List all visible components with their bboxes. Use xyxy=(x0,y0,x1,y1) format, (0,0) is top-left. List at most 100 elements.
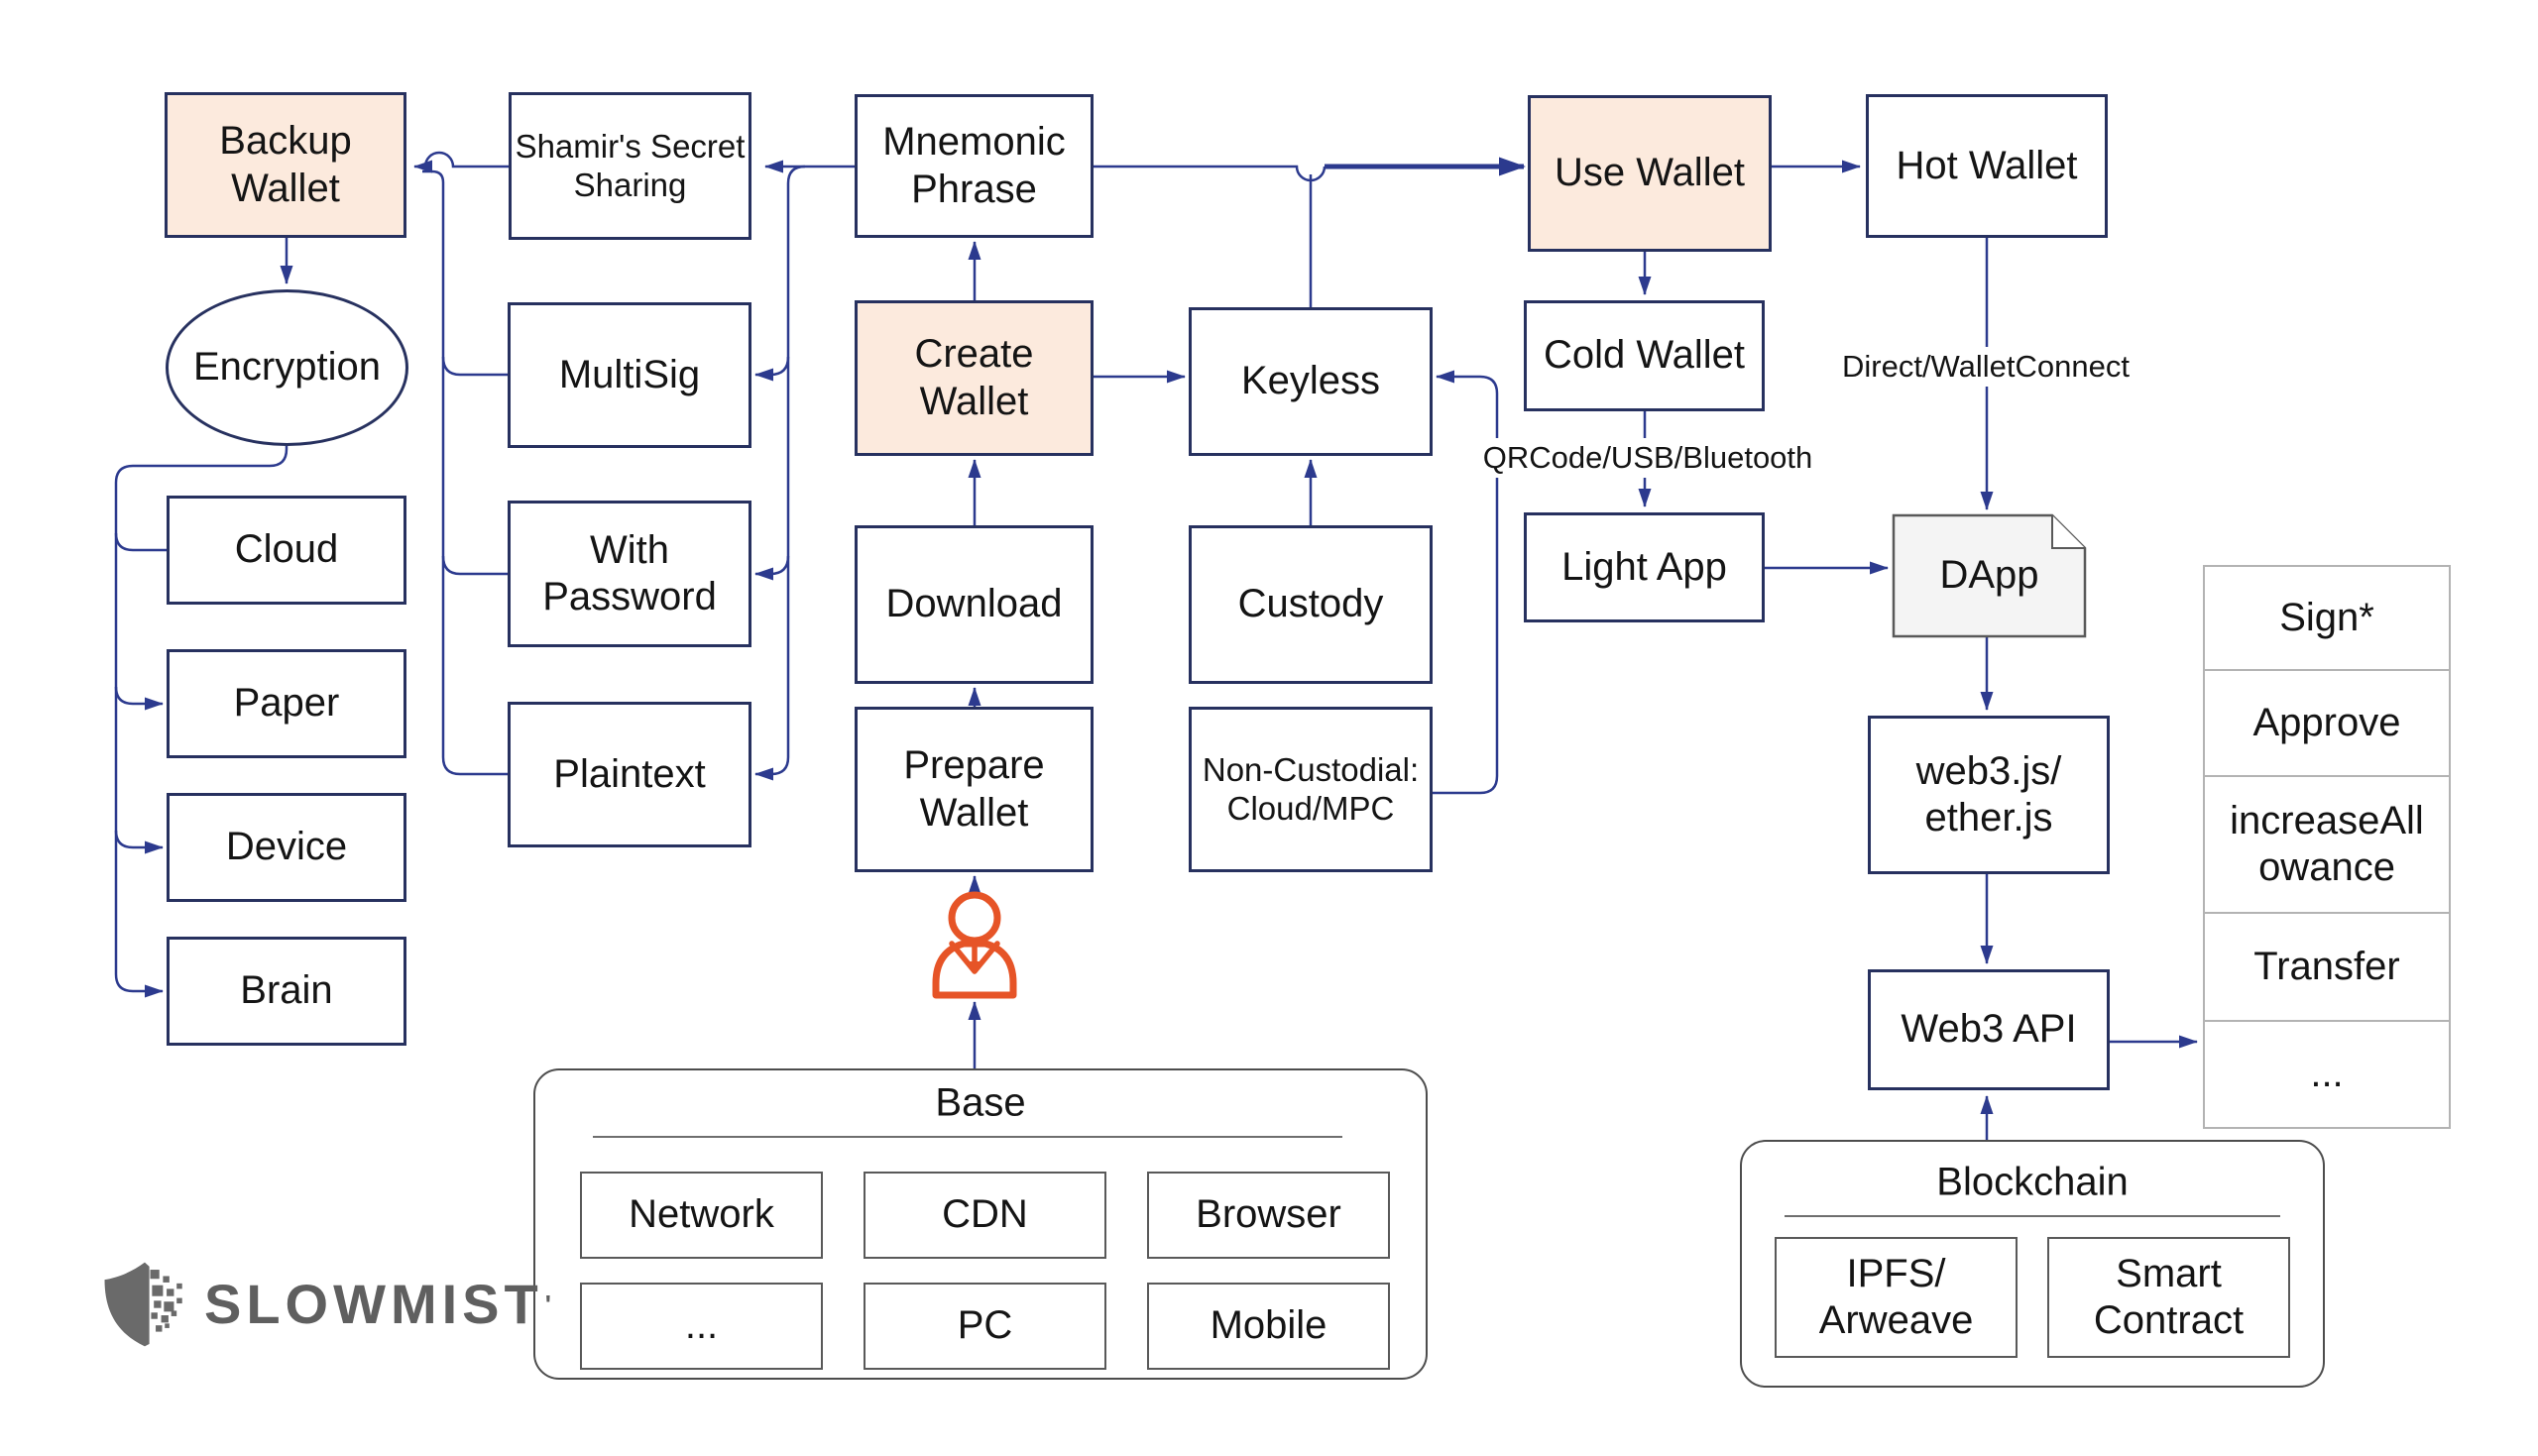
node-pc-label: PC xyxy=(957,1303,1013,1348)
edge-bus-to-multisig xyxy=(754,356,790,382)
node-download: Download xyxy=(855,525,1094,684)
node-cdn: CDN xyxy=(864,1172,1106,1259)
edge-leftbus-multisig xyxy=(441,356,508,377)
stack-cell-increaseallowance: increaseAll owance xyxy=(2203,775,2451,914)
slowmist-logo-tm: ' xyxy=(544,1288,551,1319)
node-mnemonic-label: Mnemonic Phrase xyxy=(882,120,1066,211)
node-base-more-label: ... xyxy=(684,1303,719,1348)
node-ipfs-arweave: IPFS/ Arweave xyxy=(1775,1237,2018,1358)
node-multisig-label: MultiSig xyxy=(558,352,701,396)
node-prepare-wallet-label: Prepare Wallet xyxy=(903,743,1045,835)
group-blockchain-rule xyxy=(1785,1215,2280,1217)
node-hot-wallet-label: Hot Wallet xyxy=(1896,143,2078,187)
edge-label-qrcode-usb-bluetooth: QRCode/USB/Bluetooth xyxy=(1474,438,1821,478)
node-keyless-label: Keyless xyxy=(1240,359,1381,403)
node-encryption-label: Encryption xyxy=(193,345,381,390)
node-base-more: ... xyxy=(580,1283,823,1370)
group-base-rule xyxy=(593,1136,1342,1138)
edge-bus-paper xyxy=(114,686,164,711)
node-brain: Brain xyxy=(167,937,406,1046)
node-create-wallet-label: Create Wallet xyxy=(914,332,1034,423)
edge-bus-cloud xyxy=(114,532,167,552)
slowmist-shield-icon xyxy=(104,1262,182,1347)
stack-sign-label: Sign* xyxy=(2279,595,2374,639)
node-backup-wallet-label: Backup Wallet xyxy=(219,119,352,210)
node-web3js-etherjs: web3.js/ ether.js xyxy=(1868,716,2110,874)
slowmist-logo: SLOWMIST ' xyxy=(99,1257,551,1352)
edge-noncustodial-to-keyless xyxy=(1433,370,1499,795)
node-use-wallet-label: Use Wallet xyxy=(1555,151,1745,195)
node-shamirs-label: Shamir's Secret Sharing xyxy=(515,127,746,203)
edge-mnemonic-to-use-thin xyxy=(1094,165,1327,182)
node-keyless: Keyless xyxy=(1189,307,1433,456)
stack-cell-transfer: Transfer xyxy=(2203,911,2451,1023)
edge-leftbus-withpassword xyxy=(441,555,508,576)
node-cloud-label: Cloud xyxy=(234,527,339,572)
edge-bus-to-withpassword xyxy=(754,555,790,581)
node-prepare-wallet: Prepare Wallet xyxy=(855,707,1094,872)
slowmist-logo-text: SLOWMIST xyxy=(204,1273,543,1335)
node-mobile-label: Mobile xyxy=(1210,1303,1327,1348)
stack-cell-more: ... xyxy=(2203,1020,2451,1129)
group-blockchain-title: Blockchain xyxy=(1936,1160,2129,1204)
node-smart-contract: Smart Contract xyxy=(2047,1237,2290,1358)
node-browser-label: Browser xyxy=(1196,1192,1341,1237)
node-with-password: With Password xyxy=(508,501,751,647)
node-custody-label: Custody xyxy=(1237,582,1384,626)
node-paper-label: Paper xyxy=(233,681,340,726)
node-shamirs-secret-sharing: Shamir's Secret Sharing xyxy=(509,92,751,240)
edge-bus-device xyxy=(114,830,164,854)
stack-cell-approve: Approve xyxy=(2203,668,2451,778)
node-hot-wallet: Hot Wallet xyxy=(1866,94,2108,238)
node-use-wallet: Use Wallet xyxy=(1528,95,1772,252)
edge-leftbus-main xyxy=(422,169,508,776)
node-mobile: Mobile xyxy=(1147,1283,1390,1370)
edge-bus-to-plaintext xyxy=(754,165,806,781)
node-web3-api: Web3 API xyxy=(1868,969,2110,1090)
node-device: Device xyxy=(167,793,406,902)
edge-encryption-bus-brain xyxy=(114,446,288,998)
stack-approve-label: Approve xyxy=(2252,700,2401,744)
node-mnemonic-phrase: Mnemonic Phrase xyxy=(855,94,1094,238)
group-base-title: Base xyxy=(935,1080,1026,1125)
stack-more-label: ... xyxy=(2310,1052,2344,1096)
node-dapp-label: DApp xyxy=(1939,553,2039,598)
node-cdn-label: CDN xyxy=(942,1192,1028,1237)
node-plaintext-label: Plaintext xyxy=(553,751,706,796)
stack-transfer-label: Transfer xyxy=(2253,944,2400,988)
stack-cell-sign: Sign* xyxy=(2203,565,2451,671)
node-non-custodial: Non-Custodial: Cloud/MPC xyxy=(1189,707,1433,872)
node-network-label: Network xyxy=(629,1192,774,1237)
node-brain-label: Brain xyxy=(240,968,333,1013)
node-light-app-label: Light App xyxy=(1561,544,1727,589)
node-custody: Custody xyxy=(1189,525,1433,684)
node-browser: Browser xyxy=(1147,1172,1390,1259)
node-multisig: MultiSig xyxy=(508,302,751,448)
node-plaintext: Plaintext xyxy=(508,702,751,847)
node-ipfs-arweave-label: IPFS/ Arweave xyxy=(1818,1251,1974,1342)
contract-call-stack: Sign* Approve increaseAll owance Transfe… xyxy=(2203,565,2451,1129)
node-smart-contract-label: Smart Contract xyxy=(2093,1251,2245,1342)
node-non-custodial-label: Non-Custodial: Cloud/MPC xyxy=(1202,750,1420,827)
node-create-wallet: Create Wallet xyxy=(855,300,1094,456)
node-cloud: Cloud xyxy=(167,496,406,605)
edge-shamirs-to-backup xyxy=(413,151,509,173)
dapp-document-shape xyxy=(1892,513,2087,638)
node-pc: PC xyxy=(864,1283,1106,1370)
node-web3-api-label: Web3 API xyxy=(1901,1007,2077,1052)
node-paper: Paper xyxy=(167,649,406,758)
stack-increaseallowance-label: increaseAll owance xyxy=(2230,798,2424,889)
node-encryption: Encryption xyxy=(166,289,408,446)
person-icon xyxy=(932,891,1017,999)
node-device-label: Device xyxy=(225,825,348,869)
node-light-app: Light App xyxy=(1524,512,1765,622)
node-backup-wallet: Backup Wallet xyxy=(165,92,406,238)
node-download-label: Download xyxy=(885,582,1063,626)
node-network: Network xyxy=(580,1172,823,1259)
node-dapp: DApp xyxy=(1894,515,2085,636)
node-with-password-label: With Password xyxy=(542,527,717,618)
node-cold-wallet: Cold Wallet xyxy=(1524,300,1765,411)
node-cold-wallet-label: Cold Wallet xyxy=(1543,333,1746,378)
